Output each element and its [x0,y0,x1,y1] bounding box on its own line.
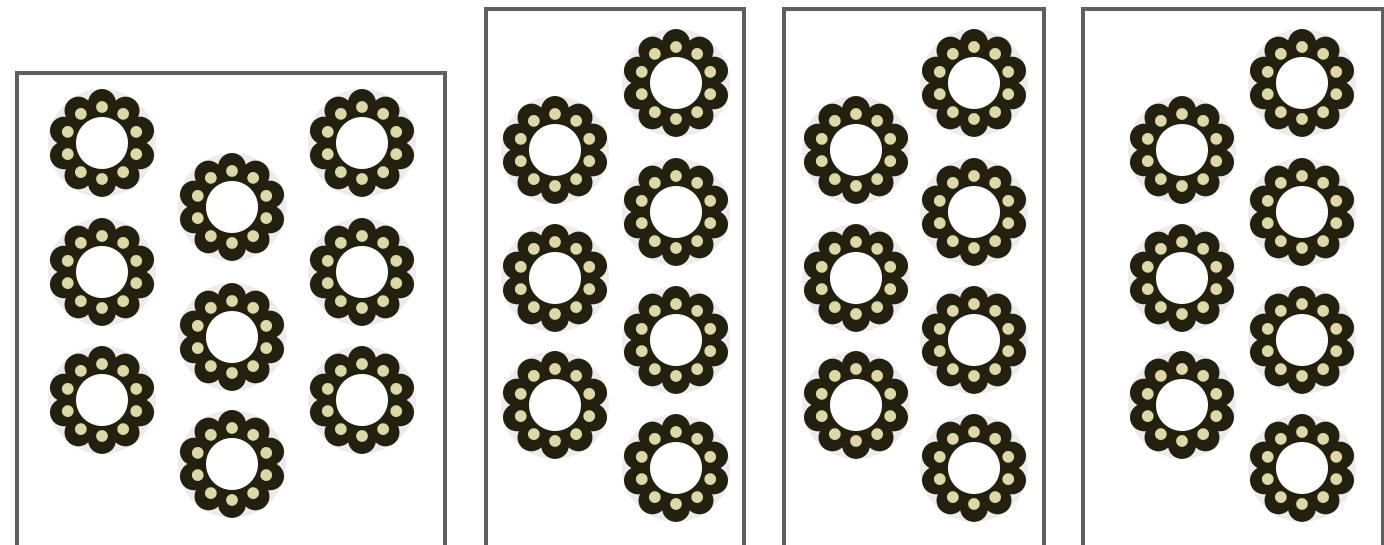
beaded-ring-icon [1248,29,1356,137]
beaded-ring-icon [48,346,156,454]
beaded-ring-icon [802,351,910,459]
beaded-ring-icon [48,89,156,197]
beaded-ring-icon [1128,351,1236,459]
beaded-ring-icon [1128,96,1236,204]
panel-arrangement-3 [784,9,1044,545]
beaded-ring-icon [920,414,1028,522]
beaded-ring-icon [1248,158,1356,266]
beaded-ring-icon [802,96,910,204]
panel-arrangement-2 [486,9,744,545]
beaded-ring-icon [920,29,1028,137]
beaded-ring-icon [622,29,730,137]
beaded-ring-icon [920,158,1028,266]
beaded-ring-icon [48,218,156,326]
beaded-ring-icon [501,351,609,459]
beaded-ring-icon [308,89,416,197]
beaded-ring-icon [802,224,910,332]
beaded-ring-icon [308,218,416,326]
beaded-ring-icon [622,158,730,266]
panel-arrangement-4 [1083,9,1383,545]
beaded-ring-icon [501,224,609,332]
beaded-ring-icon [178,283,286,391]
beaded-ring-icon [501,96,609,204]
beaded-ring-icon [622,414,730,522]
beaded-ring-icon [308,346,416,454]
panel-arrangement-1 [17,73,445,545]
beaded-ring-icon [1248,414,1356,522]
beaded-ring-icon [178,410,286,518]
beaded-ring-icon [622,286,730,394]
beaded-ring-icon [1248,286,1356,394]
beaded-ring-icon [920,286,1028,394]
beaded-ring-icon [1128,224,1236,332]
beaded-ring-icon [178,153,286,261]
